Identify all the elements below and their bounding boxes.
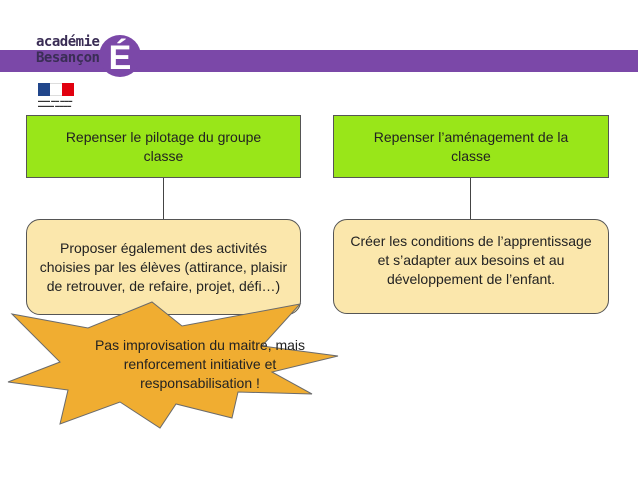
left-title-box: Repenser le pilotage du groupe classe: [26, 115, 301, 178]
callout-text: Pas improvisation du maitre, mais renfor…: [94, 337, 306, 391]
starburst-shape: [7, 301, 339, 429]
logo-text: académie Besançon: [36, 34, 100, 66]
logo-line-1: académie: [36, 34, 100, 50]
callout-starburst: [7, 301, 339, 429]
republique-francaise-logo: ▬▬▬ ▬▬ ▬▬▬▬▬▬▬ ▬▬▬▬: [38, 83, 80, 109]
right-detail-text: Créer les conditions de l’apprentissage …: [350, 233, 592, 287]
logo-letter: É: [109, 39, 132, 77]
republique-caption: ▬▬▬ ▬▬ ▬▬▬▬▬▬▬ ▬▬▬▬: [38, 98, 73, 108]
right-title-text: Repenser l’aménagement de la classe: [373, 128, 569, 164]
right-detail-box: Créer les conditions de l’apprentissage …: [333, 219, 609, 314]
logo-line-2: Besançon: [36, 50, 100, 66]
left-detail-text: Proposer également des activités choisie…: [39, 239, 288, 294]
logo-e-icon: É: [99, 35, 141, 77]
header-bar: [0, 50, 638, 72]
left-title-text: Repenser le pilotage du groupe classe: [65, 128, 262, 164]
tricolor-flag-icon: [38, 83, 74, 96]
right-title-box: Repenser l’aménagement de la classe: [333, 115, 609, 178]
left-connector: [163, 178, 164, 220]
left-detail-box: Proposer également des activités choisie…: [26, 219, 301, 315]
right-connector: [470, 178, 471, 220]
academie-logo: académie Besançon É: [22, 12, 141, 82]
